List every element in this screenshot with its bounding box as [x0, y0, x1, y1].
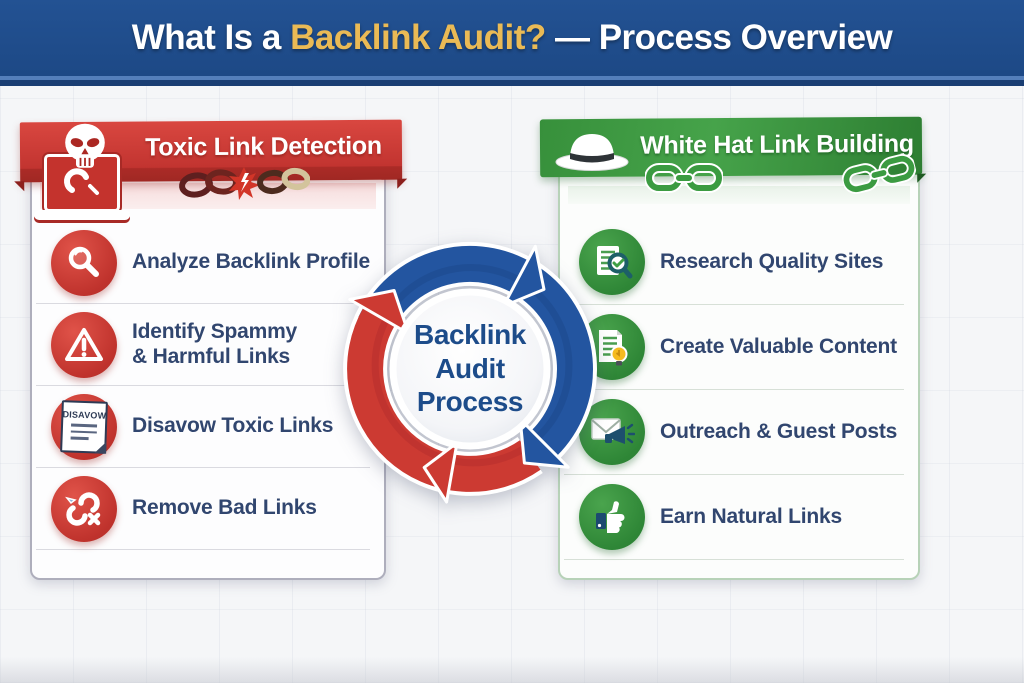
remove-link-icon [51, 475, 117, 542]
list-item: Create Valuable Content [564, 305, 904, 390]
page-title: What Is a Backlink Audit? — Process Over… [132, 18, 893, 68]
thumbs-up-icon [579, 484, 645, 550]
skull-icon [65, 123, 105, 168]
disavow-document-icon: DISAVOW [51, 393, 117, 460]
list-item-label: Identify Spammy & Harmful Links [132, 319, 298, 368]
list-item: Remove Bad Links [36, 468, 370, 550]
cycle-arrowhead [518, 417, 570, 469]
list-item: Analyze Backlink Profile [36, 222, 370, 304]
cycle-arrowhead [348, 289, 410, 335]
cycle-center-label: Backlink Audit Process [414, 319, 526, 418]
list-item-label: Create Valuable Content [660, 334, 897, 358]
list-item: DISAVOW Disavow Toxic Links [36, 386, 370, 468]
magnifier-icon [51, 229, 117, 296]
list-item-label: Outreach & Guest Posts [660, 419, 898, 443]
warning-triangle-icon [51, 311, 117, 378]
list-item-label: Analyze Backlink Profile [132, 250, 370, 274]
white-hat-link-building-panel: Research Quality Sites Create Valuable C… [558, 150, 920, 580]
list-item-label: Remove Bad Links [132, 496, 317, 520]
research-magnifier-check-icon [579, 229, 645, 295]
list-item-label: Disavow Toxic Links [132, 414, 334, 438]
list-item: Outreach & Guest Posts [564, 390, 904, 475]
chain-link-icon [645, 163, 723, 193]
skull-laptop-icon [32, 122, 132, 224]
cycle-arrowhead [422, 441, 459, 504]
cycle-arrowhead [501, 244, 546, 308]
list-item-label: Research Quality Sites [660, 249, 884, 273]
chain-link-icon [841, 154, 917, 194]
list-item-label: Earn Natural Links [660, 504, 842, 528]
list-item: Research Quality Sites [564, 220, 904, 305]
list-item: Earn Natural Links [564, 475, 904, 560]
page-title-prefix: What Is a [131, 18, 291, 57]
backlink-audit-cycle-diagram [343, 241, 597, 504]
cycle-red-arc [347, 307, 541, 492]
disavow-doc-text: DISAVOW [62, 408, 107, 421]
page-title-highlight: Backlink Audit? [290, 18, 546, 57]
white-hat-icon [555, 134, 629, 171]
list-item: Identify Spammy & Harmful Links [36, 304, 370, 386]
header-banner: What Is a Backlink Audit? — Process Over… [0, 0, 1024, 86]
page-title-suffix: — Process Overview [545, 18, 893, 57]
broken-chain-icon [179, 167, 310, 200]
